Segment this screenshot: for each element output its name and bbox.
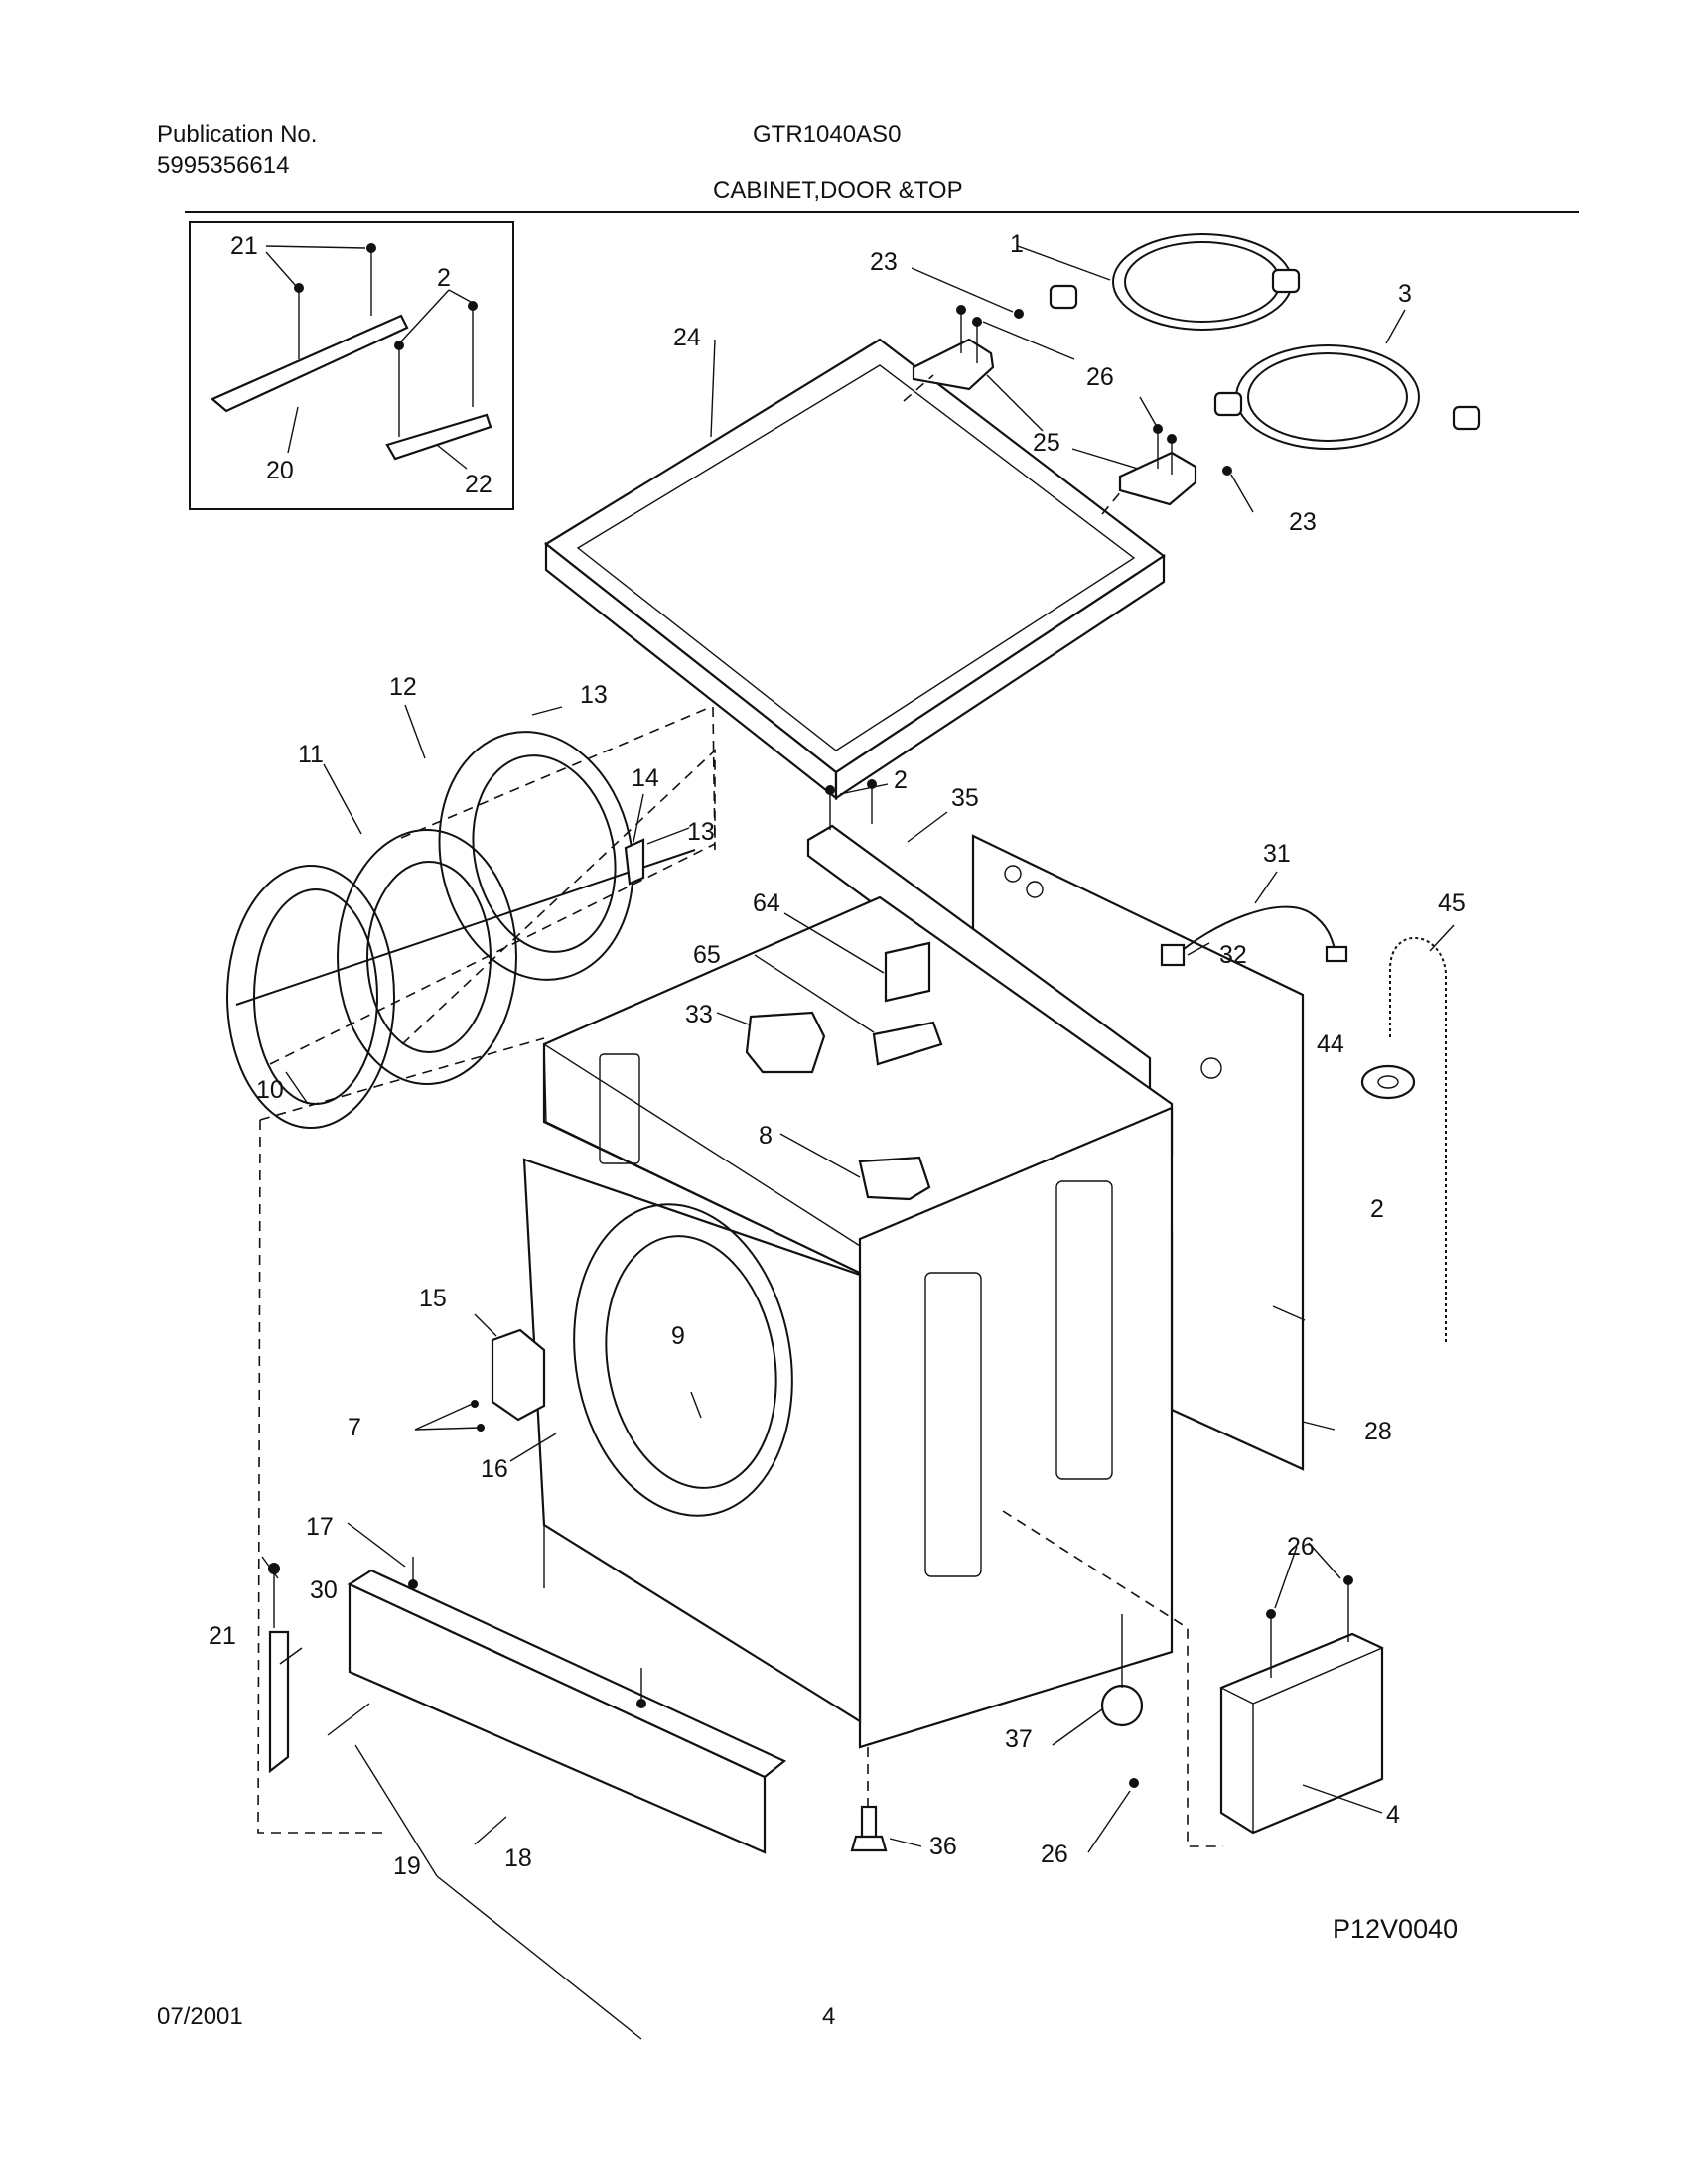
inset-box (189, 221, 514, 510)
label-18: 18 (504, 1844, 532, 1872)
label-21: 21 (230, 232, 258, 260)
power-cord (1160, 871, 1348, 967)
label-22: 22 (465, 471, 492, 498)
label-13: 13 (580, 681, 608, 709)
label-10: 10 (256, 1076, 284, 1104)
page-number: 4 (822, 2003, 836, 2030)
pressure-switch (1052, 1614, 1144, 1853)
label-32: 32 (1219, 941, 1247, 969)
label-13b: 13 (687, 818, 715, 846)
label-31: 31 (1263, 840, 1291, 868)
label-3: 3 (1398, 280, 1412, 308)
washer-44 (1360, 1064, 1416, 1100)
label-12: 12 (389, 673, 417, 701)
label-44: 44 (1317, 1030, 1344, 1058)
door-hinge (414, 1313, 702, 1462)
leveling-leg (850, 1747, 922, 1852)
figure-code: P12V0040 (1333, 1914, 1458, 1944)
label-1: 1 (1010, 230, 1024, 258)
label-15: 15 (419, 1285, 447, 1312)
label-14: 14 (632, 764, 659, 792)
part-labels: 1 2 2 2 3 4 7 8 9 10 11 12 13 13 14 15 1… (209, 230, 1466, 1880)
label-2: 2 (437, 264, 451, 292)
label-21b: 21 (209, 1622, 236, 1650)
label-26b: 26 (1287, 1533, 1315, 1561)
label-17: 17 (306, 1513, 334, 1541)
rear-cover (1002, 1510, 1384, 1847)
publication-number: 5995356614 (157, 152, 290, 179)
door-assembly (226, 704, 716, 1129)
label-37: 37 (1005, 1725, 1033, 1753)
label-11: 11 (298, 741, 324, 768)
label-28: 28 (1364, 1418, 1392, 1445)
label-45: 45 (1438, 889, 1466, 917)
publication-label: Publication No. (157, 121, 318, 148)
label-30: 30 (310, 1576, 338, 1604)
label-23b: 23 (1289, 508, 1317, 536)
label-33: 33 (685, 1001, 713, 1028)
label-64: 64 (753, 889, 780, 917)
toe-panel (257, 1037, 787, 2040)
label-35: 35 (951, 784, 979, 812)
label-16: 16 (481, 1455, 508, 1483)
drain-hose (1380, 924, 1456, 1342)
label-2c: 2 (1370, 1195, 1384, 1223)
label-7: 7 (348, 1414, 361, 1441)
label-24: 24 (673, 324, 701, 351)
section-title: CABINET,DOOR &TOP (713, 177, 963, 204)
top-panel (544, 338, 1166, 801)
label-36: 36 (929, 1833, 957, 1860)
label-19: 19 (393, 1852, 421, 1880)
label-65: 65 (693, 941, 721, 969)
internal-components (716, 912, 943, 1201)
label-2b: 2 (894, 766, 908, 794)
inlet-hose-3 (1213, 309, 1481, 450)
model-number: GTR1040AS0 (753, 121, 902, 148)
label-8: 8 (759, 1122, 773, 1150)
top-brackets (903, 267, 1254, 515)
label-4: 4 (1386, 1801, 1400, 1829)
inlet-hose-1 (1017, 233, 1301, 331)
cabinet (522, 895, 1174, 1749)
label-9: 9 (671, 1322, 685, 1350)
label-25: 25 (1033, 429, 1060, 457)
label-20: 20 (266, 457, 294, 484)
label-26: 26 (1086, 363, 1114, 391)
footer-date: 07/2001 (157, 2003, 243, 2030)
header-rule (185, 211, 1579, 213)
label-26c: 26 (1041, 1841, 1068, 1868)
label-23: 23 (870, 248, 898, 276)
